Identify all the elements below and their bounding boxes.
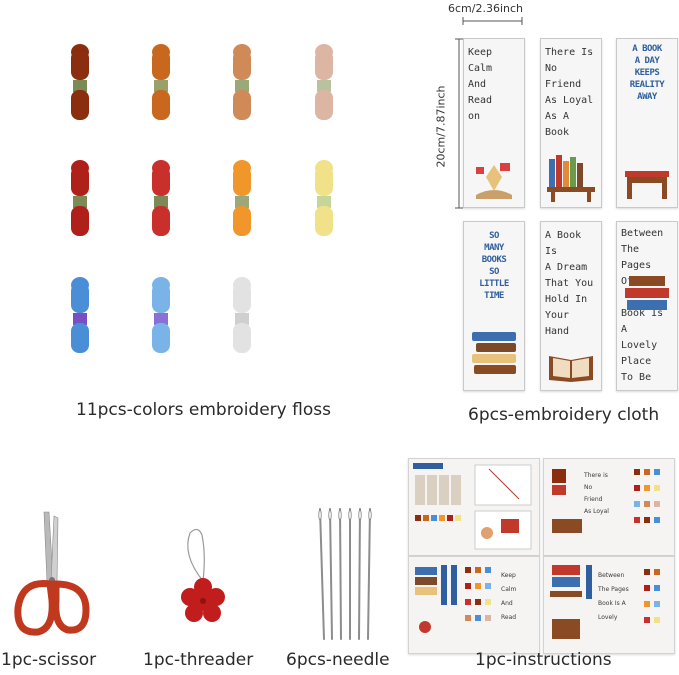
instructions-caption: 1pc-instructions xyxy=(475,650,612,670)
svg-text:And: And xyxy=(501,600,513,607)
book-graphic xyxy=(476,163,512,199)
scissor-image xyxy=(14,511,90,636)
floss-skein-7 xyxy=(229,160,255,242)
instruction-sheet-1 xyxy=(408,458,540,556)
floss-skein-5 xyxy=(67,160,93,242)
svg-text:As Loyal: As Loyal xyxy=(584,508,609,515)
floss-skein-1 xyxy=(67,44,93,126)
bookmark-text: A Book Is A Dream That You Hold In Your … xyxy=(545,230,594,337)
bookmark-book-a-day: A BOOK A DAY KEEPS REALITY AWAY xyxy=(616,38,678,208)
bookmark-between-the-pages: Between The Pages Of A Book Is A Lovely … xyxy=(616,221,678,391)
bookmark-so-many-books: SO MANY BOOKS SO LITTLE TIME xyxy=(463,221,525,391)
width-measure: 6cm/2.36inch xyxy=(448,2,524,15)
height-measure: 20cm/7.87inch xyxy=(434,85,448,168)
floss-skein-9 xyxy=(67,277,93,359)
svg-text:Friend: Friend xyxy=(584,496,603,503)
svg-text:No: No xyxy=(584,484,592,491)
bookmark-text: There Is No Friend As Loyal As A Book xyxy=(545,47,594,138)
svg-text:Calm: Calm xyxy=(501,586,517,593)
svg-text:The Pages: The Pages xyxy=(597,586,629,593)
book-pile-graphic xyxy=(625,276,669,310)
scissor-caption: 1pc-scissor xyxy=(1,650,97,670)
floss-caption: 11pcs-colors embroidery floss xyxy=(76,400,331,420)
bookshelf-graphic xyxy=(547,155,595,202)
svg-text:Lovely: Lovely xyxy=(598,614,618,621)
cloth-caption: 6pcs-embroidery cloth xyxy=(468,405,660,425)
height-measure-line xyxy=(455,38,463,209)
svg-text:Between: Between xyxy=(598,572,624,579)
bookmark-text: Keep Calm And Read on xyxy=(468,47,493,122)
book-stack-graphic xyxy=(472,332,516,374)
bench-graphic xyxy=(625,171,669,199)
bookmark-no-friend: There Is No Friend As Loyal As A Book xyxy=(540,38,602,208)
svg-text:Book Is A: Book Is A xyxy=(598,600,627,607)
width-measure-line xyxy=(462,17,523,25)
needle-caption: 6pcs-needle xyxy=(286,650,390,670)
floss-skein-2 xyxy=(148,44,174,126)
floss-skein-11 xyxy=(229,277,255,359)
threader-image xyxy=(181,528,225,622)
bookmark-book-is-a-dream: A Book Is A Dream That You Hold In Your … xyxy=(540,221,602,391)
bookmark-text: Between The Pages Of A Book Is A Lovely … xyxy=(621,228,664,383)
bookmark-text: A BOOK A DAY KEEPS REALITY AWAY xyxy=(629,44,665,102)
open-book-graphic xyxy=(549,356,593,382)
floss-skein-3 xyxy=(229,44,255,126)
svg-text:Keep: Keep xyxy=(501,572,516,579)
threader-caption: 1pc-threader xyxy=(143,650,254,670)
floss-skein-4 xyxy=(311,44,337,126)
svg-text:Read: Read xyxy=(501,614,516,621)
bookmark-text: SO MANY BOOKS SO LITTLE TIME xyxy=(479,231,509,301)
floss-skein-6 xyxy=(148,160,174,242)
floss-skein-8 xyxy=(311,160,337,242)
bookmark-keep-calm: Keep Calm And Read on xyxy=(463,38,525,208)
floss-skein-10 xyxy=(148,277,174,359)
needles-image xyxy=(318,508,372,640)
svg-text:There is: There is xyxy=(583,472,608,479)
